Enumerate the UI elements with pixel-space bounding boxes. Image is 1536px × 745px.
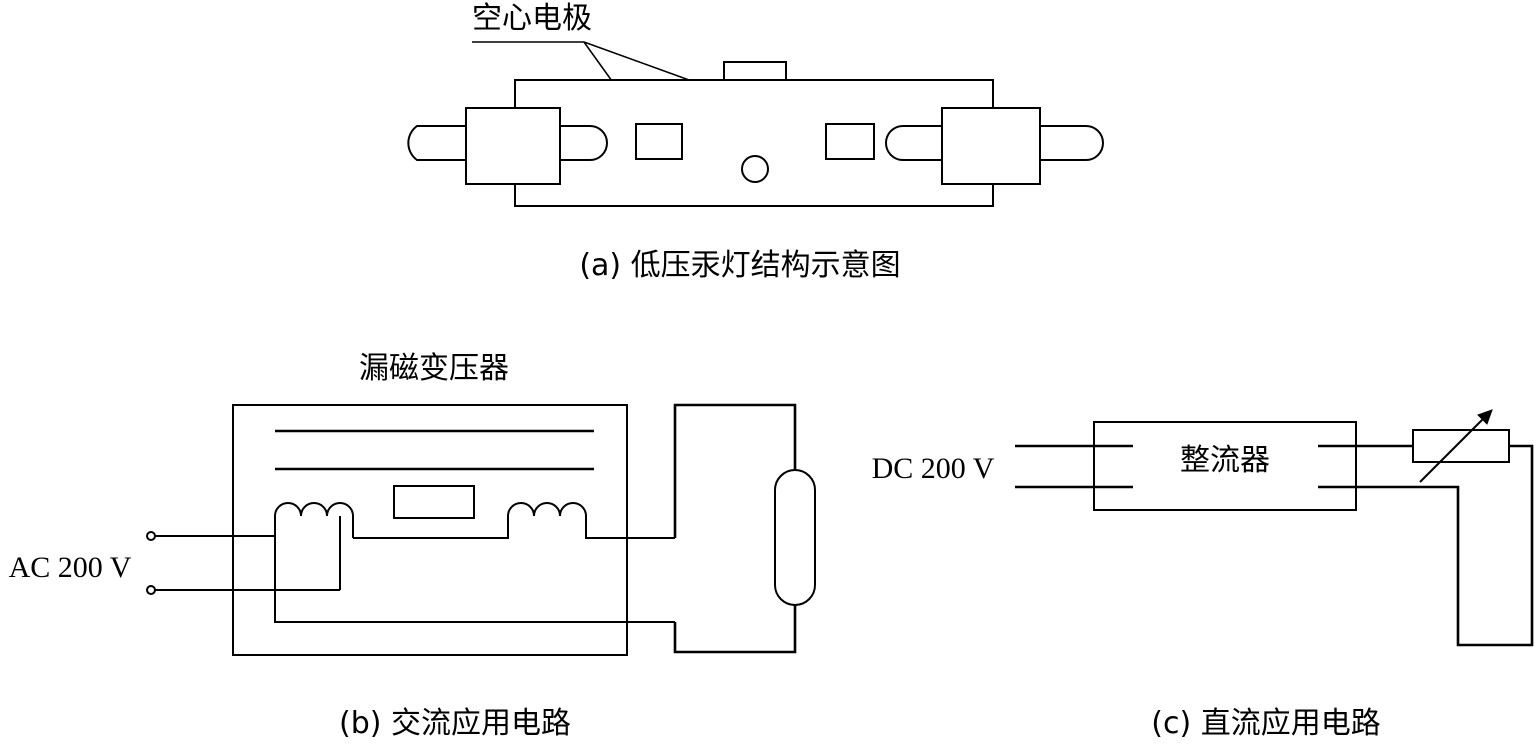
secondary-coil [353, 502, 675, 539]
ac-source-label: AC 200 V [9, 551, 132, 584]
rectifier-label: 整流器 [1180, 443, 1270, 478]
right-pin [1040, 125, 1104, 161]
panel-a-caption: (a) 低压汞灯结构示意图 [579, 248, 900, 283]
magnetic-shunt [393, 485, 475, 519]
transformer-frame [232, 404, 628, 656]
leakage-transformer-label: 漏磁变压器 [359, 351, 509, 386]
rectifier-box [1093, 421, 1357, 511]
ac-terminal-bottom [146, 585, 156, 595]
variable-resistor [1412, 429, 1510, 463]
left-pin [407, 125, 466, 161]
hollow-electrode-label: 空心电极 [472, 1, 592, 36]
panel-a-lamp-structure: 空心电极 (a) 低压汞灯结构示意图 [407, 1, 1104, 283]
lamp-top-tab [723, 61, 787, 81]
panel-b-caption: (b) 交流应用电路 [339, 706, 571, 741]
hollow-electrode-left [635, 123, 683, 160]
ac-terminal-top [146, 531, 156, 541]
panel-b-ac-circuit: 漏磁变压器 AC 200 V (b) 交流应用电路 [9, 351, 816, 741]
variable-resistor-arrow [1419, 413, 1489, 483]
lamp-center-circle [741, 155, 769, 183]
ac-output-loop-top [673, 403, 797, 538]
ac-output-loop-bottom [673, 605, 797, 654]
ac-lamp-tube [774, 469, 816, 606]
left-end-cap [465, 107, 561, 185]
ac-return-wire [274, 590, 675, 623]
dc-output-loop [1318, 444, 1534, 647]
right-end-cap [941, 107, 1041, 185]
dc-source-label: DC 200 V [872, 452, 995, 485]
primary-coil [274, 502, 354, 590]
right-pin-inner [885, 125, 942, 161]
hollow-electrode-right [825, 123, 875, 160]
panel-c-dc-circuit: DC 200 V 整流器 (c) 直流应用电路 [872, 409, 1534, 741]
panel-c-caption: (c) 直流应用电路 [1151, 706, 1380, 741]
variable-resistor-arrowhead [1477, 409, 1493, 425]
left-pin-inner [560, 125, 608, 161]
